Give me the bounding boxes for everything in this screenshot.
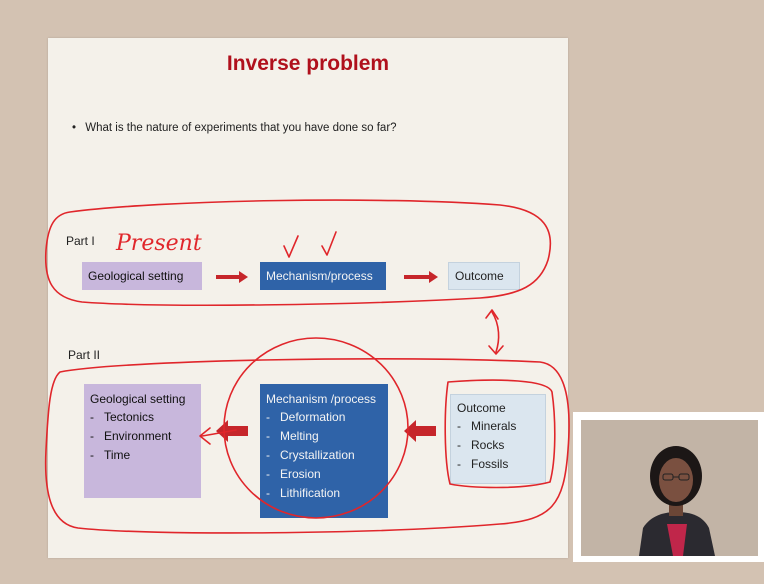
slide-title: Inverse problem (226, 52, 390, 75)
list-item: -Tectonics (90, 410, 155, 424)
bullet-marker: • (72, 122, 77, 134)
slide: Inverse problem • What is the nature of … (48, 38, 568, 558)
part-1-mechanism-label: Mechanism/process (266, 269, 373, 283)
part-2-mechanism-list: -Deformation -Melting -Crystallization -… (266, 408, 382, 503)
part-2-outcome-list: -Minerals -Rocks -Fossils (457, 417, 539, 474)
list-item: -Crystallization (266, 448, 355, 462)
part-2-label: Part II (68, 348, 101, 362)
part-2-outcome-title: Outcome (457, 401, 506, 415)
part-1-outcome-box: Outcome (448, 262, 520, 290)
part-1-label: Part I (66, 234, 95, 248)
webcam-frame (573, 412, 764, 562)
presenter-image (581, 420, 758, 556)
part-2-setting-title: Geological setting (90, 392, 186, 406)
part-2-setting-box: Geological setting -Tectonics -Environme… (84, 384, 201, 498)
bullet-text: What is the nature of experiments that y… (85, 122, 397, 134)
list-item: -Minerals (457, 419, 517, 433)
list-item: -Rocks (457, 438, 505, 452)
part-2-outcome-box: Outcome -Minerals -Rocks -Fossils (450, 394, 546, 484)
part-1-outcome-label: Outcome (455, 269, 504, 283)
part-1-setting-label: Geological setting (88, 269, 184, 283)
arrow-right-icon (404, 271, 438, 283)
list-item: -Environment (90, 429, 172, 443)
list-item: -Fossils (457, 457, 509, 471)
part-1-setting-box: Geological setting (82, 262, 202, 290)
part-2-setting-list: -Tectonics -Environment -Time (90, 408, 195, 465)
webcam-video (581, 420, 758, 556)
bullet-question: • What is the nature of experiments that… (72, 122, 397, 134)
part-1-mechanism-box: Mechanism/process (260, 262, 386, 290)
arrow-left-icon (404, 420, 436, 442)
part-2-mechanism-box: Mechanism /process -Deformation -Melting… (260, 384, 388, 518)
list-item: -Deformation (266, 410, 346, 424)
arrow-right-icon (216, 271, 248, 283)
part-2-mechanism-title: Mechanism /process (266, 392, 377, 406)
list-item: -Erosion (266, 467, 321, 481)
list-item: -Melting (266, 429, 319, 443)
arrow-left-icon (216, 420, 248, 442)
list-item: -Time (90, 448, 131, 462)
list-item: -Lithification (266, 486, 341, 500)
